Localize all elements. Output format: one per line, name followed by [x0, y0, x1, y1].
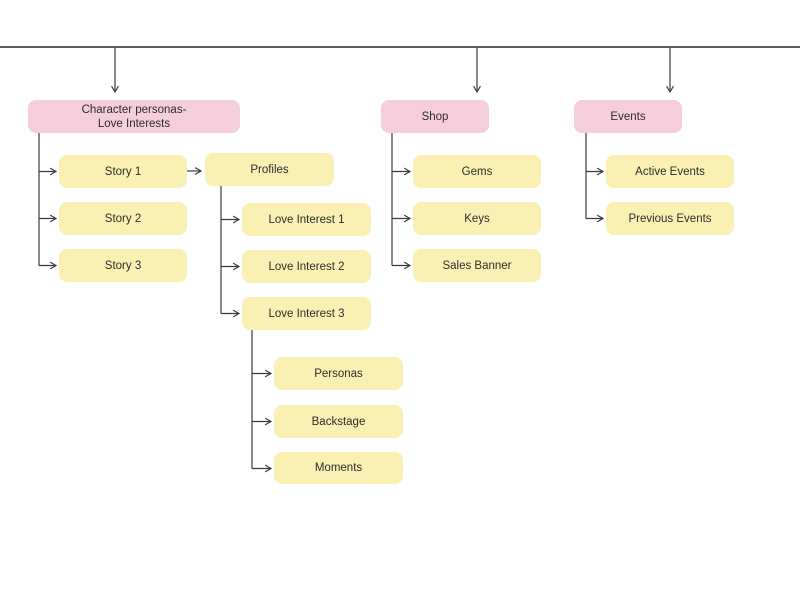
- node-story-2[interactable]: Story 2: [59, 202, 187, 235]
- node-love-interest-1[interactable]: Love Interest 1: [242, 203, 371, 236]
- node-gems[interactable]: Gems: [413, 155, 541, 188]
- node-story-3[interactable]: Story 3: [59, 249, 187, 282]
- node-events[interactable]: Events: [574, 100, 682, 133]
- node-keys[interactable]: Keys: [413, 202, 541, 235]
- node-love-interest-2[interactable]: Love Interest 2: [242, 250, 371, 283]
- node-previous-events[interactable]: Previous Events: [606, 202, 734, 235]
- node-backstage[interactable]: Backstage: [274, 405, 403, 438]
- node-character-personas-love-interests[interactable]: Character personas- Love Interests: [28, 100, 240, 133]
- node-profiles[interactable]: Profiles: [205, 153, 334, 186]
- node-sales-banner[interactable]: Sales Banner: [413, 249, 541, 282]
- node-moments[interactable]: Moments: [274, 452, 403, 484]
- node-personas[interactable]: Personas: [274, 357, 403, 390]
- node-shop[interactable]: Shop: [381, 100, 489, 133]
- node-active-events[interactable]: Active Events: [606, 155, 734, 188]
- node-story-1[interactable]: Story 1: [59, 155, 187, 188]
- node-love-interest-3[interactable]: Love Interest 3: [242, 297, 371, 330]
